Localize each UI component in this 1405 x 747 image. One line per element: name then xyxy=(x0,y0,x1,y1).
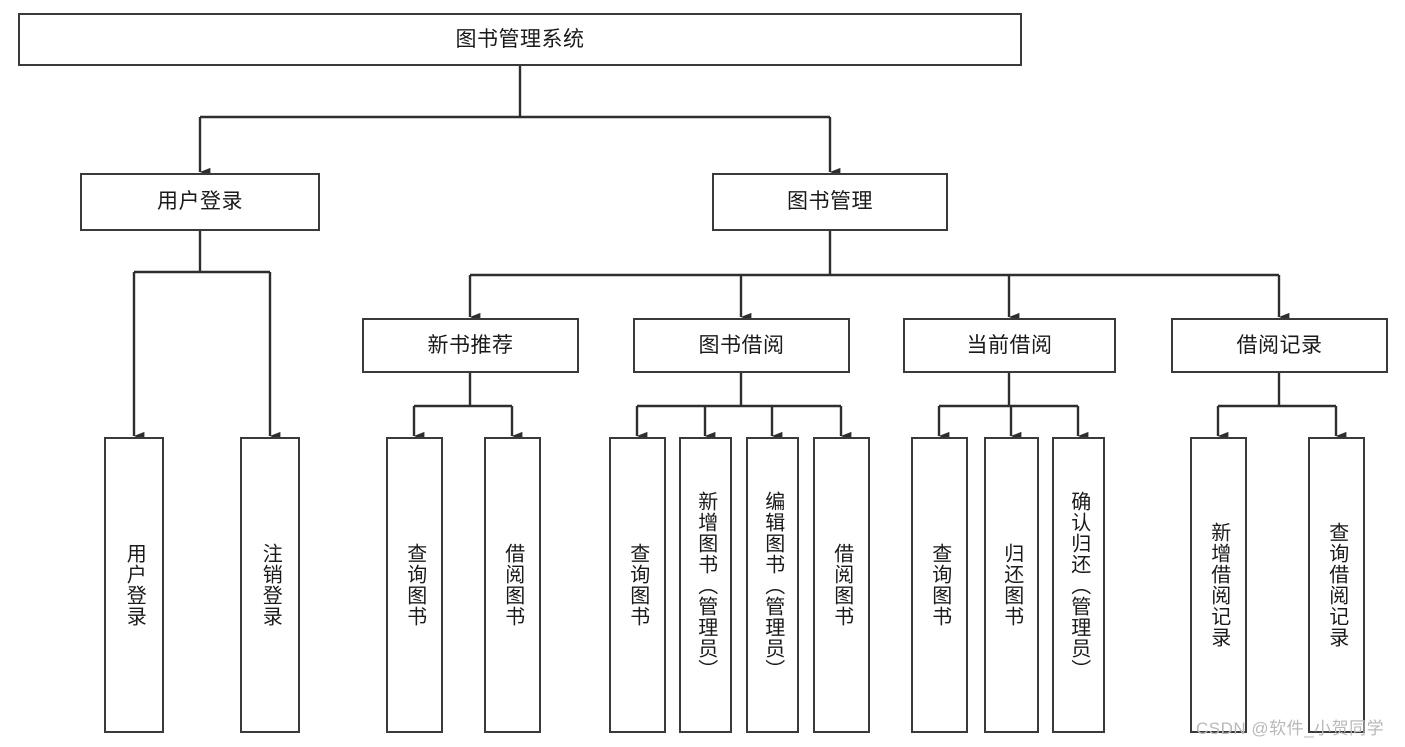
node-leaf-query-borrow-record[interactable]: 查询借阅记录 xyxy=(1308,437,1365,733)
node-leaf-borrow-book-2-label: 借阅图书 xyxy=(830,543,853,627)
node-leaf-add-book-admin[interactable]: 新增图书（管理员） xyxy=(679,437,732,733)
node-leaf-query-book-1-label: 查询图书 xyxy=(403,543,426,627)
node-leaf-edit-book-admin[interactable]: 编辑图书（管理员） xyxy=(746,437,799,733)
node-root[interactable]: 图书管理系统 xyxy=(18,13,1022,66)
node-book-borrow[interactable]: 图书借阅 xyxy=(633,318,850,373)
node-borrow-record[interactable]: 借阅记录 xyxy=(1171,318,1388,373)
node-leaf-borrow-book-1-label: 借阅图书 xyxy=(501,543,524,627)
node-leaf-logout-label: 注销登录 xyxy=(259,543,282,627)
node-user-login-label: 用户登录 xyxy=(157,190,243,214)
node-book-borrow-label: 图书借阅 xyxy=(698,333,785,357)
node-root-label: 图书管理系统 xyxy=(455,27,585,51)
node-leaf-user-login[interactable]: 用户登录 xyxy=(104,437,164,733)
node-leaf-return-book[interactable]: 归还图书 xyxy=(984,437,1039,733)
node-leaf-add-book-admin-label: 新增图书（管理员） xyxy=(694,490,717,680)
node-user-login[interactable]: 用户登录 xyxy=(80,173,320,231)
node-leaf-query-book-2[interactable]: 查询图书 xyxy=(609,437,666,733)
node-leaf-query-book-3[interactable]: 查询图书 xyxy=(911,437,968,733)
node-new-book-recommend[interactable]: 新书推荐 xyxy=(362,318,579,373)
node-leaf-borrow-book-1[interactable]: 借阅图书 xyxy=(484,437,541,733)
node-new-book-recommend-label: 新书推荐 xyxy=(427,333,514,357)
node-leaf-user-login-label: 用户登录 xyxy=(123,543,146,627)
node-leaf-add-borrow-record-label: 新增借阅记录 xyxy=(1207,522,1230,648)
node-leaf-return-book-label: 归还图书 xyxy=(1000,543,1023,627)
node-leaf-query-borrow-record-label: 查询借阅记录 xyxy=(1325,522,1348,648)
node-leaf-edit-book-admin-label: 编辑图书（管理员） xyxy=(761,490,784,680)
node-book-manage-label: 图书管理 xyxy=(787,190,873,214)
node-current-borrow-label: 当前借阅 xyxy=(966,333,1053,357)
node-leaf-logout[interactable]: 注销登录 xyxy=(240,437,300,733)
node-borrow-record-label: 借阅记录 xyxy=(1236,333,1323,357)
node-leaf-add-borrow-record[interactable]: 新增借阅记录 xyxy=(1190,437,1247,733)
node-leaf-confirm-return-admin[interactable]: 确认归还（管理员） xyxy=(1052,437,1105,733)
node-leaf-query-book-3-label: 查询图书 xyxy=(928,543,951,627)
csdn-watermark: CSDN @软件_小贺同学 xyxy=(1196,719,1385,738)
node-leaf-query-book-2-label: 查询图书 xyxy=(626,543,649,627)
node-current-borrow[interactable]: 当前借阅 xyxy=(903,318,1116,373)
node-book-manage[interactable]: 图书管理 xyxy=(712,173,948,231)
node-leaf-borrow-book-2[interactable]: 借阅图书 xyxy=(813,437,870,733)
node-leaf-query-book-1[interactable]: 查询图书 xyxy=(386,437,443,733)
node-leaf-confirm-return-admin-label: 确认归还（管理员） xyxy=(1067,490,1090,680)
